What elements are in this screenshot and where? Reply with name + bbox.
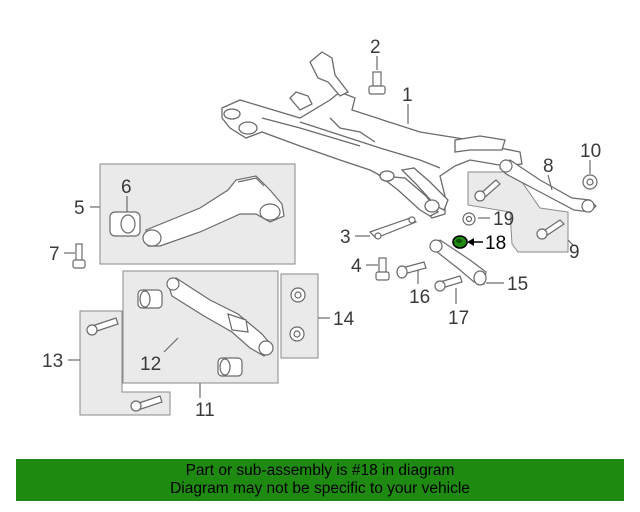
callout-19: 19: [493, 209, 514, 230]
bolt-part-17: [434, 275, 463, 292]
bushing-part-12a: [137, 289, 163, 309]
bolt-part-9a: [474, 179, 501, 202]
bushing-part-18-highlighted: [452, 235, 468, 249]
callout-10: 10: [580, 141, 601, 162]
callout-17: 17: [448, 308, 469, 329]
bolt-part-4: [375, 257, 390, 281]
subframe-part-1: [221, 51, 523, 219]
bolt-part-7: [72, 243, 86, 269]
control-arm-part-11: [166, 277, 274, 357]
callout-15: 15: [507, 274, 528, 295]
assembly-panel-9: [467, 171, 569, 253]
callout-5: 5: [74, 198, 85, 219]
callout-7: 7: [49, 244, 60, 265]
assembly-panel-13: [79, 310, 171, 416]
bolt-part-2: [368, 71, 386, 95]
callout-18: 18: [485, 233, 506, 254]
callout-14: 14: [333, 309, 355, 330]
callout-4: 4: [351, 256, 362, 277]
callout-12: 12: [140, 354, 161, 375]
callout-2: 2: [370, 37, 381, 58]
assembly-panel-14: [280, 273, 319, 359]
arrow-to-part-18: [467, 238, 483, 246]
bushing-part-6: [109, 211, 141, 237]
bolt-part-16: [396, 261, 427, 279]
banner-line-1: Part or sub-assembly is #18 in diagram: [185, 462, 455, 479]
bushing-part-12b: [217, 357, 243, 377]
callout-8: 8: [543, 156, 554, 177]
callout-6: 6: [121, 177, 132, 198]
bolt-part-13b: [130, 395, 163, 412]
trailing-arm-part-8: [499, 159, 597, 213]
callout-9: 9: [569, 242, 580, 263]
bolt-part-13a: [86, 317, 119, 336]
info-banner: Part or sub-assembly is #18 in diagram D…: [16, 459, 624, 501]
callout-13: 13: [42, 351, 63, 372]
nut-part-10: [582, 174, 598, 190]
lateral-arm-part-15: [429, 239, 487, 286]
banner-line-2: Diagram may not be specific to your vehi…: [170, 480, 470, 497]
callout-11: 11: [195, 400, 215, 421]
nut-part-19: [462, 212, 476, 226]
knuckle-arm-part-5: [142, 175, 285, 247]
bolt-part-9b: [536, 219, 565, 240]
callout-1: 1: [402, 85, 413, 106]
bushing-part-14: [289, 287, 306, 342]
link-part-3: [368, 216, 418, 240]
callout-16: 16: [409, 287, 430, 308]
callout-3: 3: [340, 227, 351, 248]
